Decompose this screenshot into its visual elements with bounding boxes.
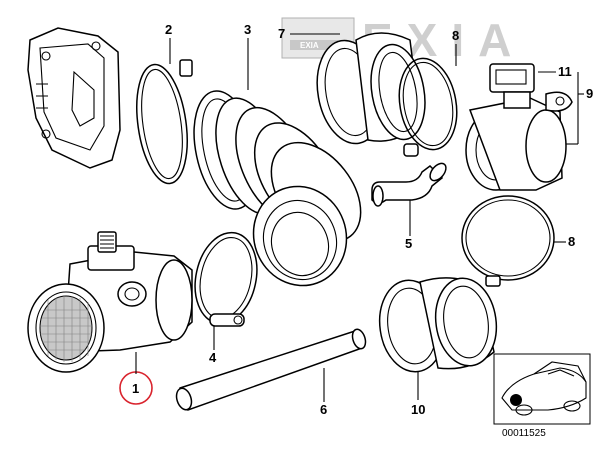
part-10-label: 10 (411, 402, 425, 417)
part-1-label: 1 (132, 381, 139, 396)
part-3-label: 3 (244, 22, 251, 37)
part-6-illustration (175, 328, 367, 411)
location-marker-icon (510, 394, 522, 406)
part-10-illustration (378, 277, 498, 373)
watermark-small-text: EXIA (300, 41, 319, 50)
part-4-illustration (194, 231, 258, 327)
part-6-label: 6 (320, 402, 327, 417)
part-8-bottom-label: 8 (568, 234, 575, 249)
part-callouts: 1 2 3 4 5 6 7 8 8 9 11 10 (119, 22, 593, 417)
part-8-top-label: 8 (452, 28, 459, 43)
part-8-top-illustration (398, 57, 458, 157)
part-4-label: 4 (209, 350, 217, 365)
part-5-label: 5 (405, 236, 412, 251)
part-5-illustration (371, 162, 447, 207)
part-11-label: 11 (558, 64, 572, 79)
part-1-illustration (27, 231, 193, 373)
vehicle-location-inset (493, 353, 591, 425)
part-2-illustration (136, 59, 193, 185)
part-3-illustration (193, 90, 362, 287)
diagram-number: 00011525 (502, 428, 546, 439)
part-7-label: 7 (278, 26, 285, 41)
throttle-body-illustration (27, 27, 121, 169)
part-7-illustration (316, 32, 426, 145)
part-8-bottom-illustration (461, 195, 555, 287)
part-9-illustration (465, 63, 573, 191)
part-2-label: 2 (165, 22, 172, 37)
part-9-label: 9 (586, 86, 593, 101)
